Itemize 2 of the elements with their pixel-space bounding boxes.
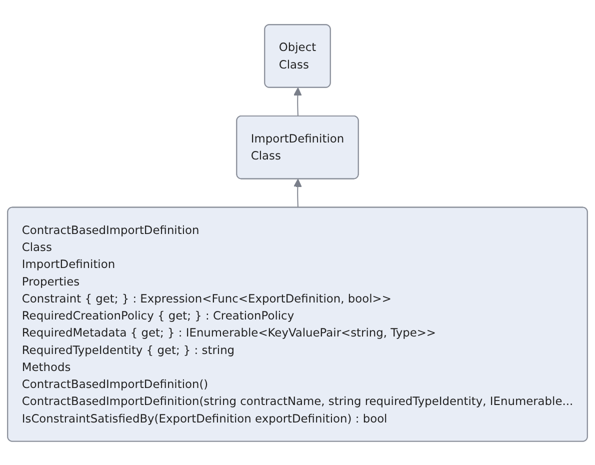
arrow [294,178,302,208]
arrow [294,87,302,116]
